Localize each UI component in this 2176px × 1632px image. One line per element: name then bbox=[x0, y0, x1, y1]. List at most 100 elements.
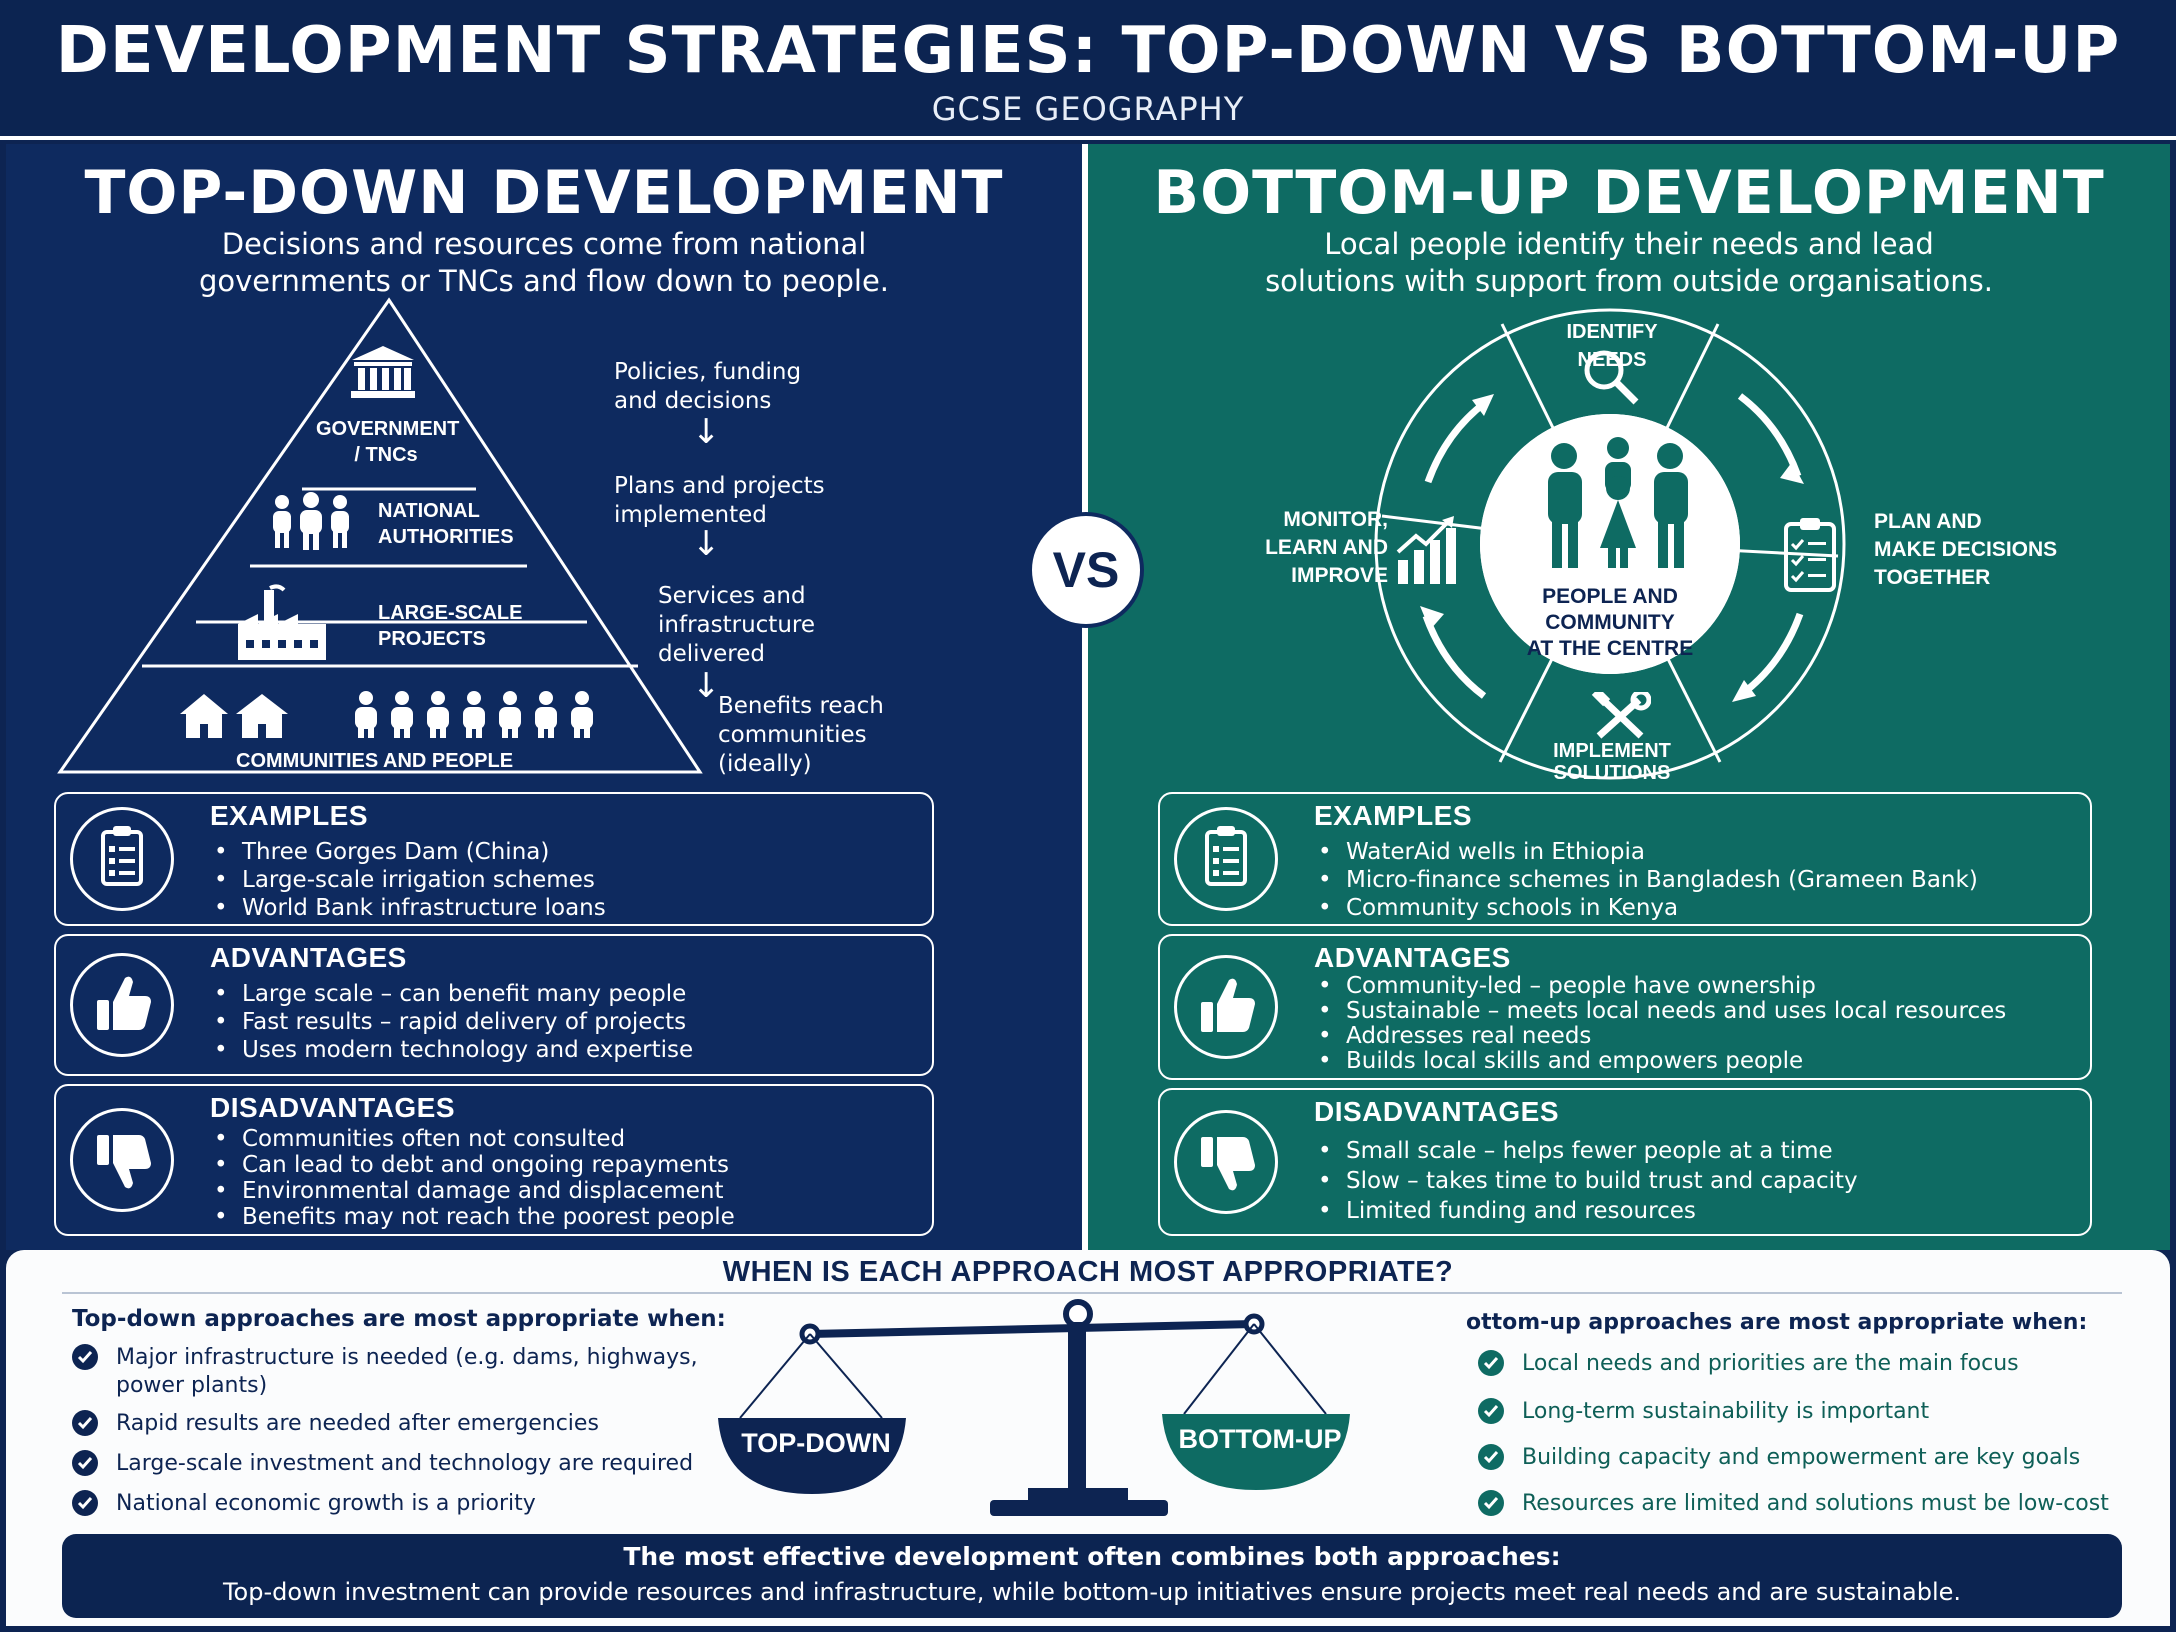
cycle-stage-monitor-line: IMPROVE bbox=[1291, 564, 1388, 587]
pyramid-level-national-line: AUTHORITIES bbox=[378, 526, 514, 548]
bottom-up-description-line: solutions with support from outside orga… bbox=[1265, 264, 1993, 298]
list-item: Small scale – helps fewer people at a ti… bbox=[1314, 1136, 1858, 1166]
list-item: Sustainable – meets local needs and uses… bbox=[1314, 999, 2006, 1025]
list-item: Community-led – people have ownership bbox=[1314, 974, 2006, 1000]
bottom-up-advantages-box: ADVANTAGES Community-led – people have o… bbox=[1158, 934, 2092, 1080]
flow-step-benefits-line: (ideally) bbox=[718, 751, 812, 777]
top-down-appropriate-text: Large-scale investment and technology ar… bbox=[116, 1451, 694, 1476]
top-down-description-line: Decisions and resources come from nation… bbox=[221, 227, 867, 261]
list-item: Can lead to debt and ongoing repayments bbox=[210, 1152, 735, 1178]
top-down-disadvantages-list: Communities often not consulted Can lead… bbox=[210, 1126, 735, 1230]
factory-icon bbox=[238, 584, 326, 660]
section-divider bbox=[62, 1292, 2122, 1294]
vs-badge: VS bbox=[1028, 512, 1144, 628]
top-down-appropriate-text-cont: power plants) bbox=[116, 1373, 268, 1398]
checklist-icon bbox=[1784, 518, 1836, 592]
scale-label-bottom-up: BOTTOM-UP bbox=[1178, 1424, 1342, 1454]
cycle-stage-implement-line: IMPLEMENT bbox=[1553, 740, 1671, 762]
page-title: DEVELOPMENT STRATEGIES: TOP-DOWN VS BOTT… bbox=[55, 14, 2121, 88]
bottom-up-appropriate-heading: ottom-up approaches are most appropriate… bbox=[1466, 1310, 2088, 1335]
scale-label-top-down: TOP-DOWN bbox=[741, 1428, 891, 1458]
thumbs-up-icon bbox=[1174, 955, 1278, 1059]
cycle-stage-identify: IDENTIFY NEEDS bbox=[1566, 321, 1658, 371]
summary-banner: The most effective development often com… bbox=[62, 1534, 2122, 1618]
check-circle-icon bbox=[72, 1450, 98, 1476]
people-group-icon bbox=[273, 492, 349, 550]
flow-step-policies: Policies, funding and decisions bbox=[614, 358, 801, 416]
list-item: Fast results – rapid delivery of project… bbox=[210, 1008, 693, 1036]
bottom-up-title: BOTTOM-UP DEVELOPMENT bbox=[1153, 158, 2105, 228]
clipboard-icon bbox=[70, 807, 174, 911]
list-item: Large-scale irrigation schemes bbox=[210, 866, 606, 894]
pyramid-level-national: NATIONAL AUTHORITIES bbox=[378, 498, 514, 550]
list-item: Benefits may not reach the poorest peopl… bbox=[210, 1204, 735, 1230]
top-down-appropriate-text: Major infrastructure is needed (e.g. dam… bbox=[116, 1345, 698, 1370]
top-down-description-line: governments or TNCs and flow down to peo… bbox=[198, 264, 890, 298]
top-down-disadvantages-heading: DISADVANTAGES bbox=[210, 1092, 456, 1123]
cycle-stage-monitor-line: MONITOR, bbox=[1283, 508, 1388, 531]
bottom-up-examples-heading: EXAMPLES bbox=[1314, 800, 1473, 831]
houses-icon bbox=[180, 694, 288, 738]
bottom-up-appropriate-text: Building capacity and empowerment are ke… bbox=[1522, 1445, 2081, 1470]
flow-step-services-line: infrastructure bbox=[658, 612, 815, 638]
cycle-center-label: PEOPLE AND COMMUNITY AT THE CENTRE bbox=[1520, 584, 1700, 662]
flow-step-services-line: delivered bbox=[658, 641, 765, 667]
cycle-stage-implement-line: SOLUTIONS bbox=[1553, 762, 1671, 784]
thumbs-down-icon bbox=[1174, 1110, 1278, 1214]
flow-step-plans: Plans and projects implemented bbox=[614, 472, 825, 530]
flow-arrow-down-icon: ↓ bbox=[692, 666, 721, 706]
check-circle-icon bbox=[1478, 1490, 1504, 1516]
check-circle-icon bbox=[72, 1344, 98, 1370]
flow-step-benefits-line: communities bbox=[718, 722, 867, 748]
check-circle-icon bbox=[72, 1490, 98, 1516]
flow-step-benefits: Benefits reach communities (ideally) bbox=[718, 692, 884, 779]
check-circle-icon bbox=[1478, 1350, 1504, 1376]
bottom-up-examples-list: WaterAid wells in Ethiopia Micro-finance… bbox=[1314, 838, 1978, 922]
list-item: Three Gorges Dam (China) bbox=[210, 838, 606, 866]
pyramid-level-government-line: / TNCs bbox=[354, 444, 418, 466]
appropriate-section: WHEN IS EACH APPROACH MOST APPROPRIATE? … bbox=[6, 1250, 2170, 1626]
flow-arrow-down-icon: ↓ bbox=[692, 412, 721, 452]
community-family-icon bbox=[1548, 437, 1688, 568]
bottom-up-description: Local people identify their needs and le… bbox=[1088, 226, 2170, 300]
magnifier-icon bbox=[1584, 350, 1639, 405]
top-down-advantages-box: ADVANTAGES Large scale – can benefit man… bbox=[54, 934, 934, 1076]
flow-arrow-down-icon: ↓ bbox=[692, 524, 721, 564]
flow-step-policies-line: and decisions bbox=[614, 388, 772, 414]
cycle-center-line: AT THE CENTRE bbox=[1526, 637, 1694, 660]
community-people-icon bbox=[355, 691, 593, 738]
header-banner: DEVELOPMENT STRATEGIES: TOP-DOWN VS BOTT… bbox=[0, 0, 2176, 140]
bottom-up-disadvantages-heading: DISADVANTAGES bbox=[1314, 1096, 1560, 1127]
list-item: Uses modern technology and expertise bbox=[210, 1036, 693, 1064]
list-item: Addresses real needs bbox=[1314, 1024, 2006, 1050]
pyramid-level-projects: LARGE-SCALE PROJECTS bbox=[378, 600, 522, 652]
check-circle-icon bbox=[1478, 1444, 1504, 1470]
bottom-up-panel: BOTTOM-UP DEVELOPMENT Local people ident… bbox=[1088, 144, 2170, 1250]
top-down-examples-box: EXAMPLES Three Gorges Dam (China) Large-… bbox=[54, 792, 934, 926]
top-down-disadvantages-box: DISADVANTAGES Communities often not cons… bbox=[54, 1084, 934, 1236]
flow-step-policies-line: Policies, funding bbox=[614, 359, 802, 385]
cycle-stage-plan: PLAN AND MAKE DECISIONS TOGETHER bbox=[1874, 508, 2057, 592]
list-item: Communities often not consulted bbox=[210, 1126, 735, 1152]
pyramid-level-government: GOVERNMENT / TNCs bbox=[316, 416, 459, 468]
clipboard-icon bbox=[1174, 807, 1278, 911]
cycle-stage-monitor-line: LEARN AND bbox=[1265, 536, 1388, 559]
top-down-appropriate-text: National economic growth is a priority bbox=[116, 1491, 536, 1516]
center-divider bbox=[1082, 144, 1088, 1250]
flow-step-services: Services and infrastructure delivered bbox=[658, 582, 815, 669]
appropriate-title: WHEN IS EACH APPROACH MOST APPROPRIATE? bbox=[722, 1256, 1454, 1288]
bottom-up-description-line: Local people identify their needs and le… bbox=[1324, 227, 1934, 261]
top-down-appropriate-heading: Top-down approaches are most appropriate… bbox=[72, 1306, 726, 1332]
thumbs-down-icon bbox=[70, 1108, 174, 1212]
summary-heading: The most effective development often com… bbox=[623, 1542, 1561, 1571]
cycle-stage-monitor: MONITOR, LEARN AND IMPROVE bbox=[1238, 506, 1388, 590]
top-down-title: TOP-DOWN DEVELOPMENT bbox=[84, 158, 1004, 228]
list-item: Community schools in Kenya bbox=[1314, 894, 1978, 922]
top-down-description: Decisions and resources come from nation… bbox=[6, 226, 1082, 300]
list-item: Large scale – can benefit many people bbox=[210, 980, 693, 1008]
bottom-up-disadvantages-list: Small scale – helps fewer people at a ti… bbox=[1314, 1136, 1858, 1226]
top-down-advantages-list: Large scale – can benefit many people Fa… bbox=[210, 980, 693, 1064]
list-item: Limited funding and resources bbox=[1314, 1196, 1858, 1226]
pyramid-level-projects-line: PROJECTS bbox=[378, 628, 486, 650]
bottom-up-advantages-heading: ADVANTAGES bbox=[1314, 942, 1511, 973]
